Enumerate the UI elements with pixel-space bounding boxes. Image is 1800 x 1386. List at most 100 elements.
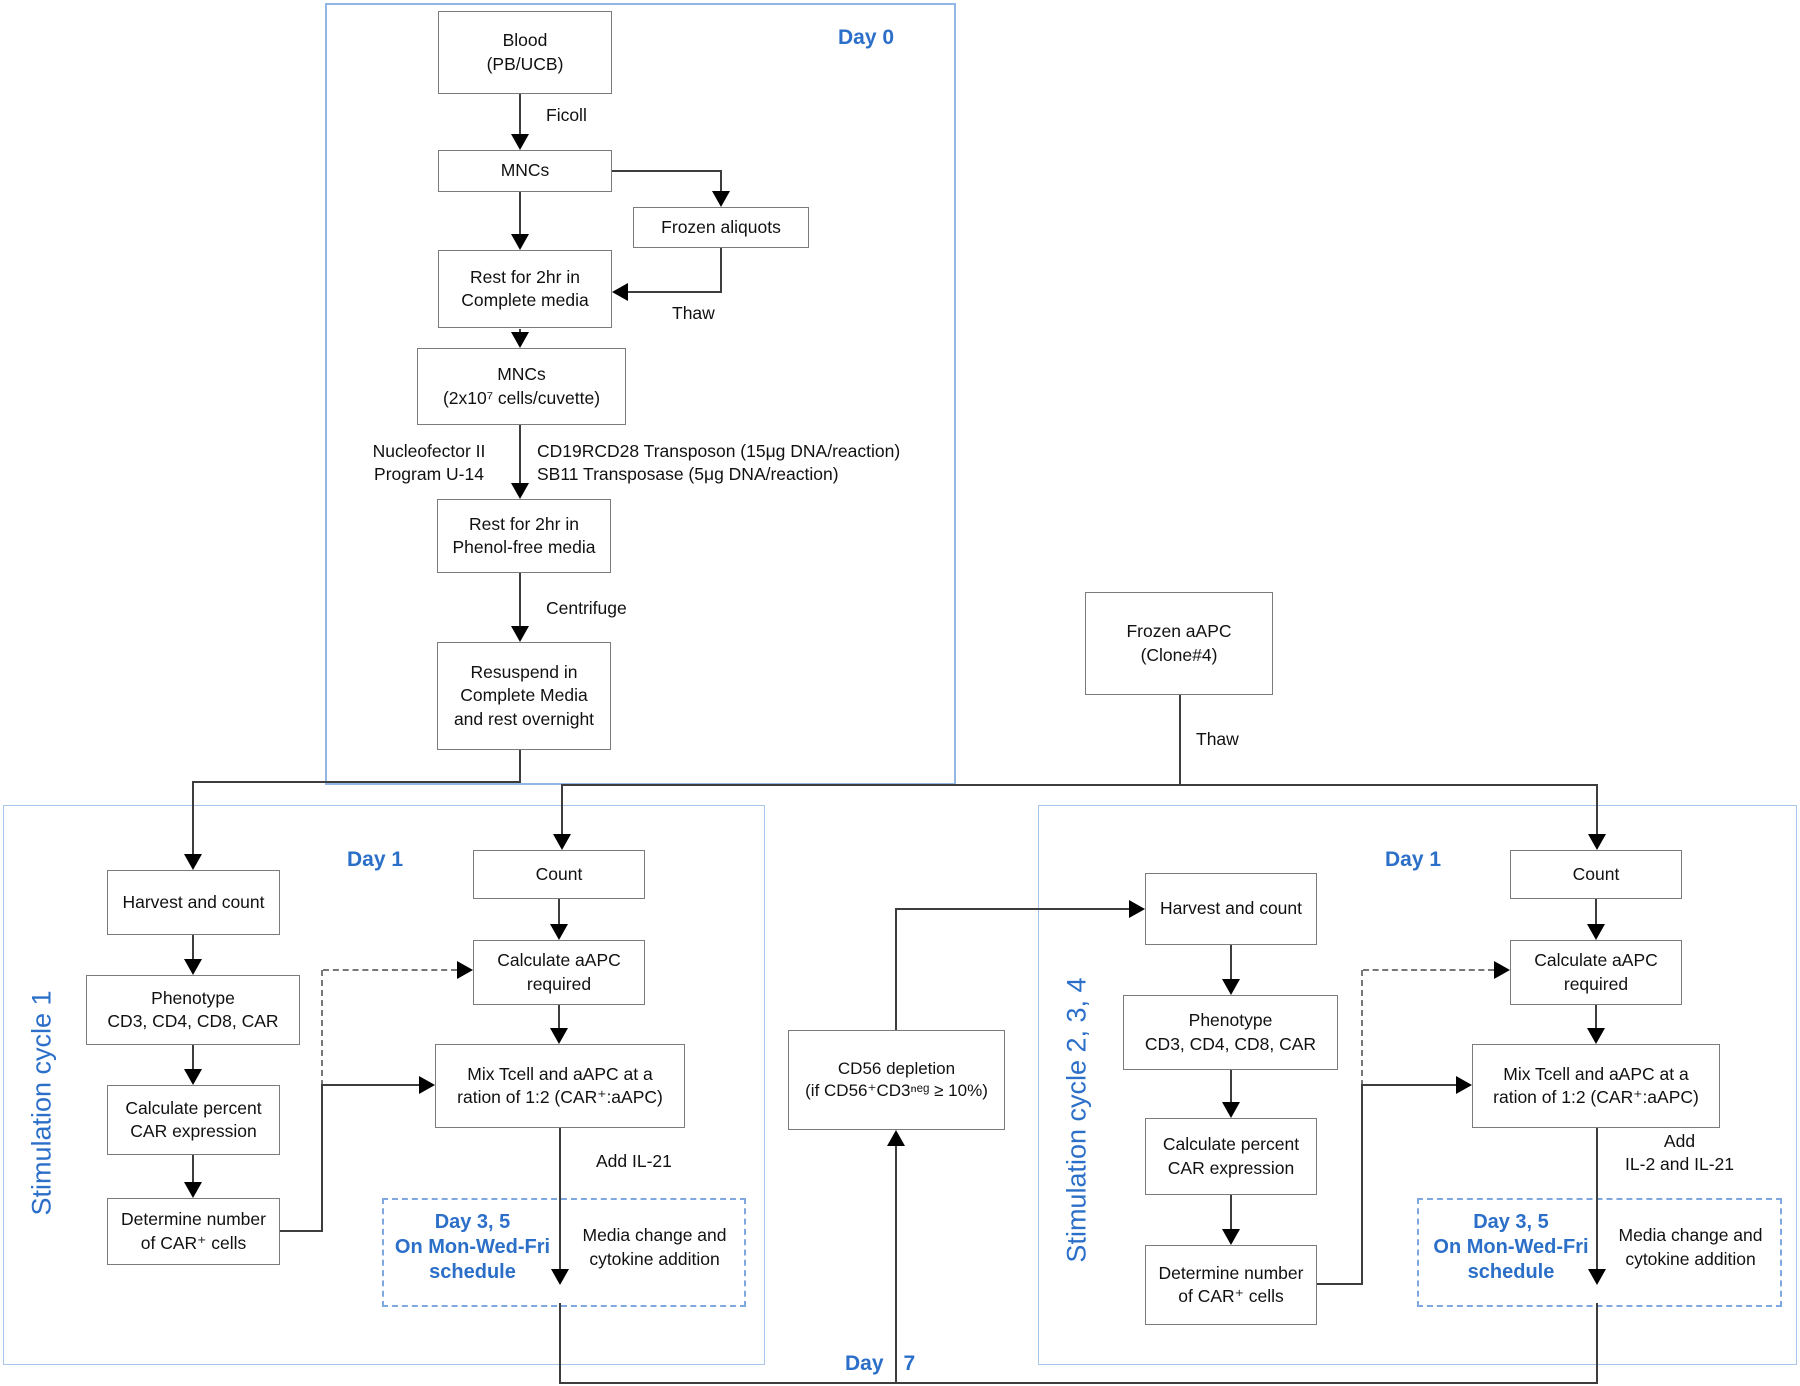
- stimulation-cycle1-section-box: [3, 805, 765, 1365]
- mncs-box: MNCs: [438, 150, 612, 192]
- cycle234-calc-aapc-box: Calculate aAPC required: [1510, 940, 1682, 1005]
- cycle234-determine-box: Determine number of CAR⁺ cells: [1145, 1245, 1317, 1325]
- line-mncs-to-aliquots-h: [612, 170, 722, 172]
- arrow-dashed-into-calcaapc1: [457, 961, 473, 979]
- cycle234-day35-box: [1417, 1198, 1782, 1307]
- blood-box: Blood (PB/UCB): [438, 11, 612, 94]
- arrow-into-phenotype2: [1222, 979, 1240, 995]
- line-determine2-junction: [1317, 1283, 1362, 1285]
- line-to-count2: [1596, 784, 1598, 834]
- arrow-into-count1: [553, 834, 571, 850]
- line-day35-2-bottom: [1596, 1303, 1598, 1384]
- cycle1-calc-percent-box: Calculate percent CAR expression: [107, 1085, 280, 1155]
- arrow-rest-to-cuvette: [511, 332, 529, 348]
- line-phenotype2-calcpercent2: [1230, 1070, 1232, 1102]
- arrow-into-determine2: [1222, 1229, 1240, 1245]
- cycle1-harvest-box: Harvest and count: [107, 870, 280, 935]
- cd56-depletion-box: CD56 depletion (if CD56⁺CD3ⁿᵉᵍ ≥ 10%): [788, 1030, 1005, 1130]
- day0-label: Day 0: [838, 26, 895, 49]
- line-harvest2-phenotype2: [1230, 945, 1232, 979]
- day7-word: Day: [845, 1352, 884, 1375]
- line-blood-to-mncs: [519, 94, 521, 134]
- cycle234-media-change-label: Media change and cytokine addition: [1618, 1225, 1763, 1269]
- cycle234-day1-label: Day 1: [1385, 848, 1442, 871]
- arrow-inside-day35-2: [1588, 1269, 1606, 1285]
- line-day7-bottom: [559, 1382, 1598, 1384]
- line-phenotype1-calcpercent1: [192, 1045, 194, 1069]
- line-cuvette-to-phenol: [519, 425, 521, 483]
- line-aapc-distribution: [561, 784, 1598, 786]
- line-rest-to-cuvette: [519, 329, 521, 332]
- cycle234-harvest-box: Harvest and count: [1145, 873, 1317, 945]
- line-junction1-solid: [321, 1086, 323, 1232]
- line-mix1-day35: [559, 1128, 561, 1269]
- line-count2-calcaapc2: [1595, 899, 1597, 924]
- arrow-into-harvest2: [1129, 900, 1145, 918]
- line-to-count1: [561, 784, 563, 834]
- cycle234-day35-label: Day 3, 5 On Mon-Wed-Fri schedule: [1433, 1211, 1589, 1283]
- line-calcpercent1-determine1: [192, 1155, 194, 1182]
- arrow-cuvette-to-phenol: [511, 483, 529, 499]
- arrow-solid-into-mix1: [419, 1076, 435, 1094]
- line-determine1-junction: [280, 1230, 322, 1232]
- arrow-into-harvest1: [184, 854, 202, 870]
- arrow-thaw-into-rest: [612, 283, 628, 301]
- line-dashed-to-calcaapc1: [323, 969, 457, 971]
- arrow-solid-into-mix2: [1456, 1076, 1472, 1094]
- cycle234-count-box: Count: [1510, 850, 1682, 899]
- arrow-into-mix2: [1587, 1028, 1605, 1044]
- cycle1-calc-aapc-box: Calculate aAPC required: [473, 940, 645, 1005]
- arrow-into-calcaapc1: [550, 924, 568, 940]
- line-junction2-dashed: [1361, 970, 1363, 1086]
- line-calcpercent2-determine2: [1230, 1195, 1232, 1229]
- cycle234-mix-box: Mix Tcell and aAPC at a ration of 1:2 (C…: [1472, 1044, 1720, 1128]
- line-calcaapc1-mix1: [558, 1005, 560, 1028]
- cycle1-title-rotated: Stimulation cycle 1: [26, 990, 57, 1216]
- stimulation-cycle234-section-box: [1038, 805, 1797, 1365]
- thaw-label-2: Thaw: [1196, 729, 1239, 749]
- mncs-cuvette-box: MNCs (2x10⁷ cells/cuvette): [417, 348, 626, 425]
- cycle1-day35-box: [382, 1198, 746, 1307]
- thaw-label-1: Thaw: [672, 303, 715, 323]
- cycle234-add-il2-il21-label: Add IL-2 and IL-21: [1625, 1131, 1734, 1174]
- line-junction2-solid: [1361, 1086, 1363, 1285]
- line-mix2-day35: [1596, 1128, 1598, 1269]
- line-phenol-to-resuspend: [519, 573, 521, 626]
- arrow-into-frozen-aliquots: [712, 191, 730, 207]
- line-solid-to-mix1: [321, 1084, 419, 1086]
- cycle1-count-box: Count: [473, 850, 645, 899]
- day7-label: Day 7: [845, 1352, 915, 1376]
- rest-phenol-free-box: Rest for 2hr in Phenol-free media: [437, 499, 611, 573]
- arrow-into-calcpercent2: [1222, 1102, 1240, 1118]
- line-aliquots-thaw-h: [628, 291, 722, 293]
- line-day35-1-bottom: [559, 1303, 561, 1384]
- line-calcaapc2-mix2: [1595, 1005, 1597, 1028]
- line-dashed-to-calcaapc2: [1363, 969, 1494, 971]
- line-mncs-to-rest: [519, 192, 521, 234]
- line-bottom-to-cd56: [895, 1146, 897, 1384]
- cycle234-title-rotated: Stimulation cycle 2, 3, 4: [1061, 977, 1092, 1263]
- line-harvest1-phenotype1: [192, 935, 194, 959]
- arrow-into-determine1: [184, 1182, 202, 1198]
- arrow-into-phenotype1: [184, 959, 202, 975]
- rest-complete-media-box: Rest for 2hr in Complete media: [438, 250, 612, 328]
- arrow-into-cd56: [887, 1130, 905, 1146]
- line-mncs-to-aliquots-v: [720, 170, 722, 191]
- arrow-mncs-to-rest: [511, 234, 529, 250]
- line-aapc-thaw: [1179, 695, 1181, 786]
- cycle1-phenotype-box: Phenotype CD3, CD4, CD8, CAR: [86, 975, 300, 1045]
- cycle1-mix-box: Mix Tcell and aAPC at a ration of 1:2 (C…: [435, 1044, 685, 1128]
- arrow-blood-to-mncs: [511, 134, 529, 150]
- frozen-aliquots-box: Frozen aliquots: [633, 207, 809, 248]
- arrow-into-mix1: [550, 1028, 568, 1044]
- nucleofector-label: Nucleofector II Program U-14: [372, 441, 486, 484]
- line-count1-calcaapc1: [558, 899, 560, 924]
- arrow-dashed-into-calcaapc2: [1494, 961, 1510, 979]
- line-aliquots-thaw-v: [720, 248, 722, 293]
- ficoll-label: Ficoll: [546, 105, 587, 125]
- cycle234-calc-percent-box: Calculate percent CAR expression: [1145, 1118, 1317, 1195]
- arrow-phenol-to-resuspend: [511, 626, 529, 642]
- day7-number: 7: [903, 1352, 916, 1375]
- line-solid-to-mix2: [1361, 1084, 1456, 1086]
